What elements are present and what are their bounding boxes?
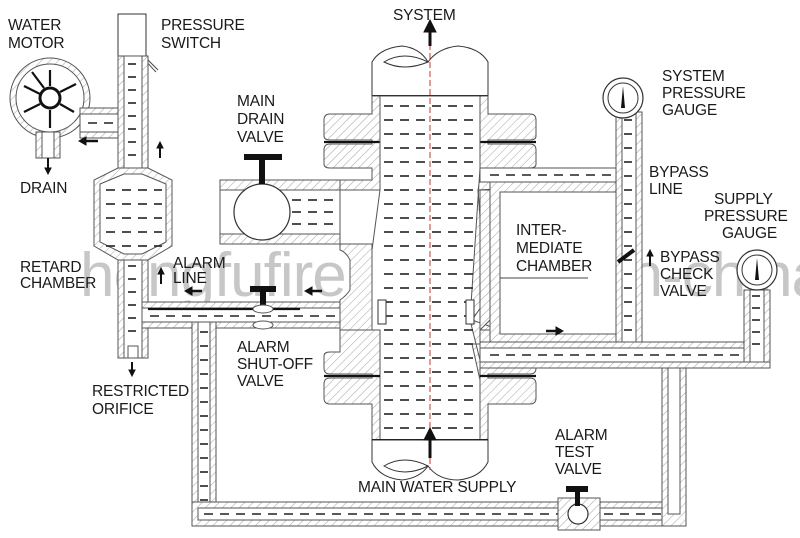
- label-bypass-line-1: BYPASS: [649, 164, 709, 181]
- alarm-valve-body: [323, 44, 633, 481]
- label-alarm-shutoff-2: SHUT-OFF: [237, 356, 313, 373]
- labels: SYSTEM WATER MOTOR PRESSURE SWITCH DRAIN…: [8, 7, 788, 496]
- label-water-motor-1: WATER: [8, 17, 61, 34]
- arrow-right-icon: [546, 326, 565, 336]
- bypass-check-valve-icon: [616, 248, 636, 264]
- label-bypass-line-2: LINE: [649, 181, 683, 198]
- label-alarm-line-2: LINE: [173, 270, 207, 287]
- system-pressure-gauge: [602, 77, 644, 119]
- flow-arrows: [44, 18, 654, 458]
- label-main-drain-valve-2: DRAIN: [237, 111, 284, 128]
- retard-chamber: [93, 167, 173, 359]
- arrow-down-icon: [128, 362, 136, 378]
- label-system-gauge-2: PRESSURE: [662, 85, 746, 102]
- label-system-gauge-3: GAUGE: [662, 102, 717, 119]
- alarm-test-valve[interactable]: [557, 486, 601, 531]
- label-pressure-switch-2: SWITCH: [161, 35, 221, 52]
- main-drain-pipe: [219, 154, 341, 245]
- label-main-drain-valve-3: VALVE: [237, 129, 284, 146]
- label-alarm-test-valve-2: TEST: [555, 444, 595, 461]
- turbine-icon: [23, 70, 77, 128]
- gauge-needle-icon: [755, 258, 759, 280]
- alarm-riser-pipe: [117, 55, 149, 169]
- label-supply-gauge-3: GAUGE: [722, 225, 777, 242]
- arrow-left-icon: [183, 286, 202, 296]
- label-pressure-switch-1: PRESSURE: [161, 17, 245, 34]
- label-main-drain-valve-1: MAIN: [237, 93, 275, 110]
- label-system-gauge-1: SYSTEM: [662, 68, 725, 85]
- arrow-up-icon: [156, 140, 164, 158]
- supply-pipe: [479, 341, 771, 369]
- supply-pressure-gauge: [736, 249, 778, 291]
- bypass-riser: [615, 111, 643, 353]
- label-alarm-line-1: ALARM: [173, 255, 225, 272]
- arrow-up-icon: [423, 18, 437, 46]
- label-alarm-shutoff-3: VALVE: [237, 373, 284, 390]
- arrow-up-icon: [646, 248, 654, 266]
- label-intermediate-1: INTER-: [516, 222, 567, 239]
- supply-gauge-riser: [743, 289, 771, 363]
- label-supply-gauge-1: SUPPLY: [714, 191, 773, 208]
- label-bypass-check-1: BYPASS: [660, 249, 720, 266]
- label-intermediate-2: MEDIATE: [516, 240, 582, 257]
- label-alarm-shutoff-1: ALARM: [237, 339, 289, 356]
- arrow-up-icon: [423, 426, 437, 458]
- label-retard-chamber-2: CHAMBER: [20, 275, 96, 292]
- label-alarm-test-valve-3: VALVE: [555, 461, 602, 478]
- arrow-left-icon: [303, 286, 322, 296]
- label-retard-chamber-1: RETARD: [20, 259, 81, 276]
- label-main-water-supply: MAIN WATER SUPPLY: [358, 479, 516, 496]
- label-intermediate-3: CHAMBER: [516, 258, 592, 275]
- label-alarm-test-valve-1: ALARM: [555, 427, 607, 444]
- label-bypass-check-2: CHECK: [660, 266, 714, 283]
- label-water-motor-2: MOTOR: [8, 35, 64, 52]
- label-drain: DRAIN: [20, 180, 67, 197]
- intermediate-chamber: [489, 181, 635, 343]
- alarm-shutoff-valve[interactable]: [250, 286, 276, 330]
- water-motor: [9, 57, 91, 159]
- arrow-left-icon: [77, 136, 98, 146]
- label-system: SYSTEM: [393, 7, 456, 24]
- arrow-down-icon: [44, 158, 52, 176]
- pressure-switch: [117, 13, 159, 73]
- label-restricted-orifice-2: ORIFICE: [92, 401, 153, 418]
- label-restricted-orifice-1: RESTRICTED: [92, 383, 189, 400]
- label-supply-gauge-2: PRESSURE: [704, 208, 788, 225]
- label-bypass-check-3: VALVE: [660, 283, 707, 300]
- gauge-needle-icon: [621, 86, 625, 108]
- arrow-up-icon: [157, 266, 165, 284]
